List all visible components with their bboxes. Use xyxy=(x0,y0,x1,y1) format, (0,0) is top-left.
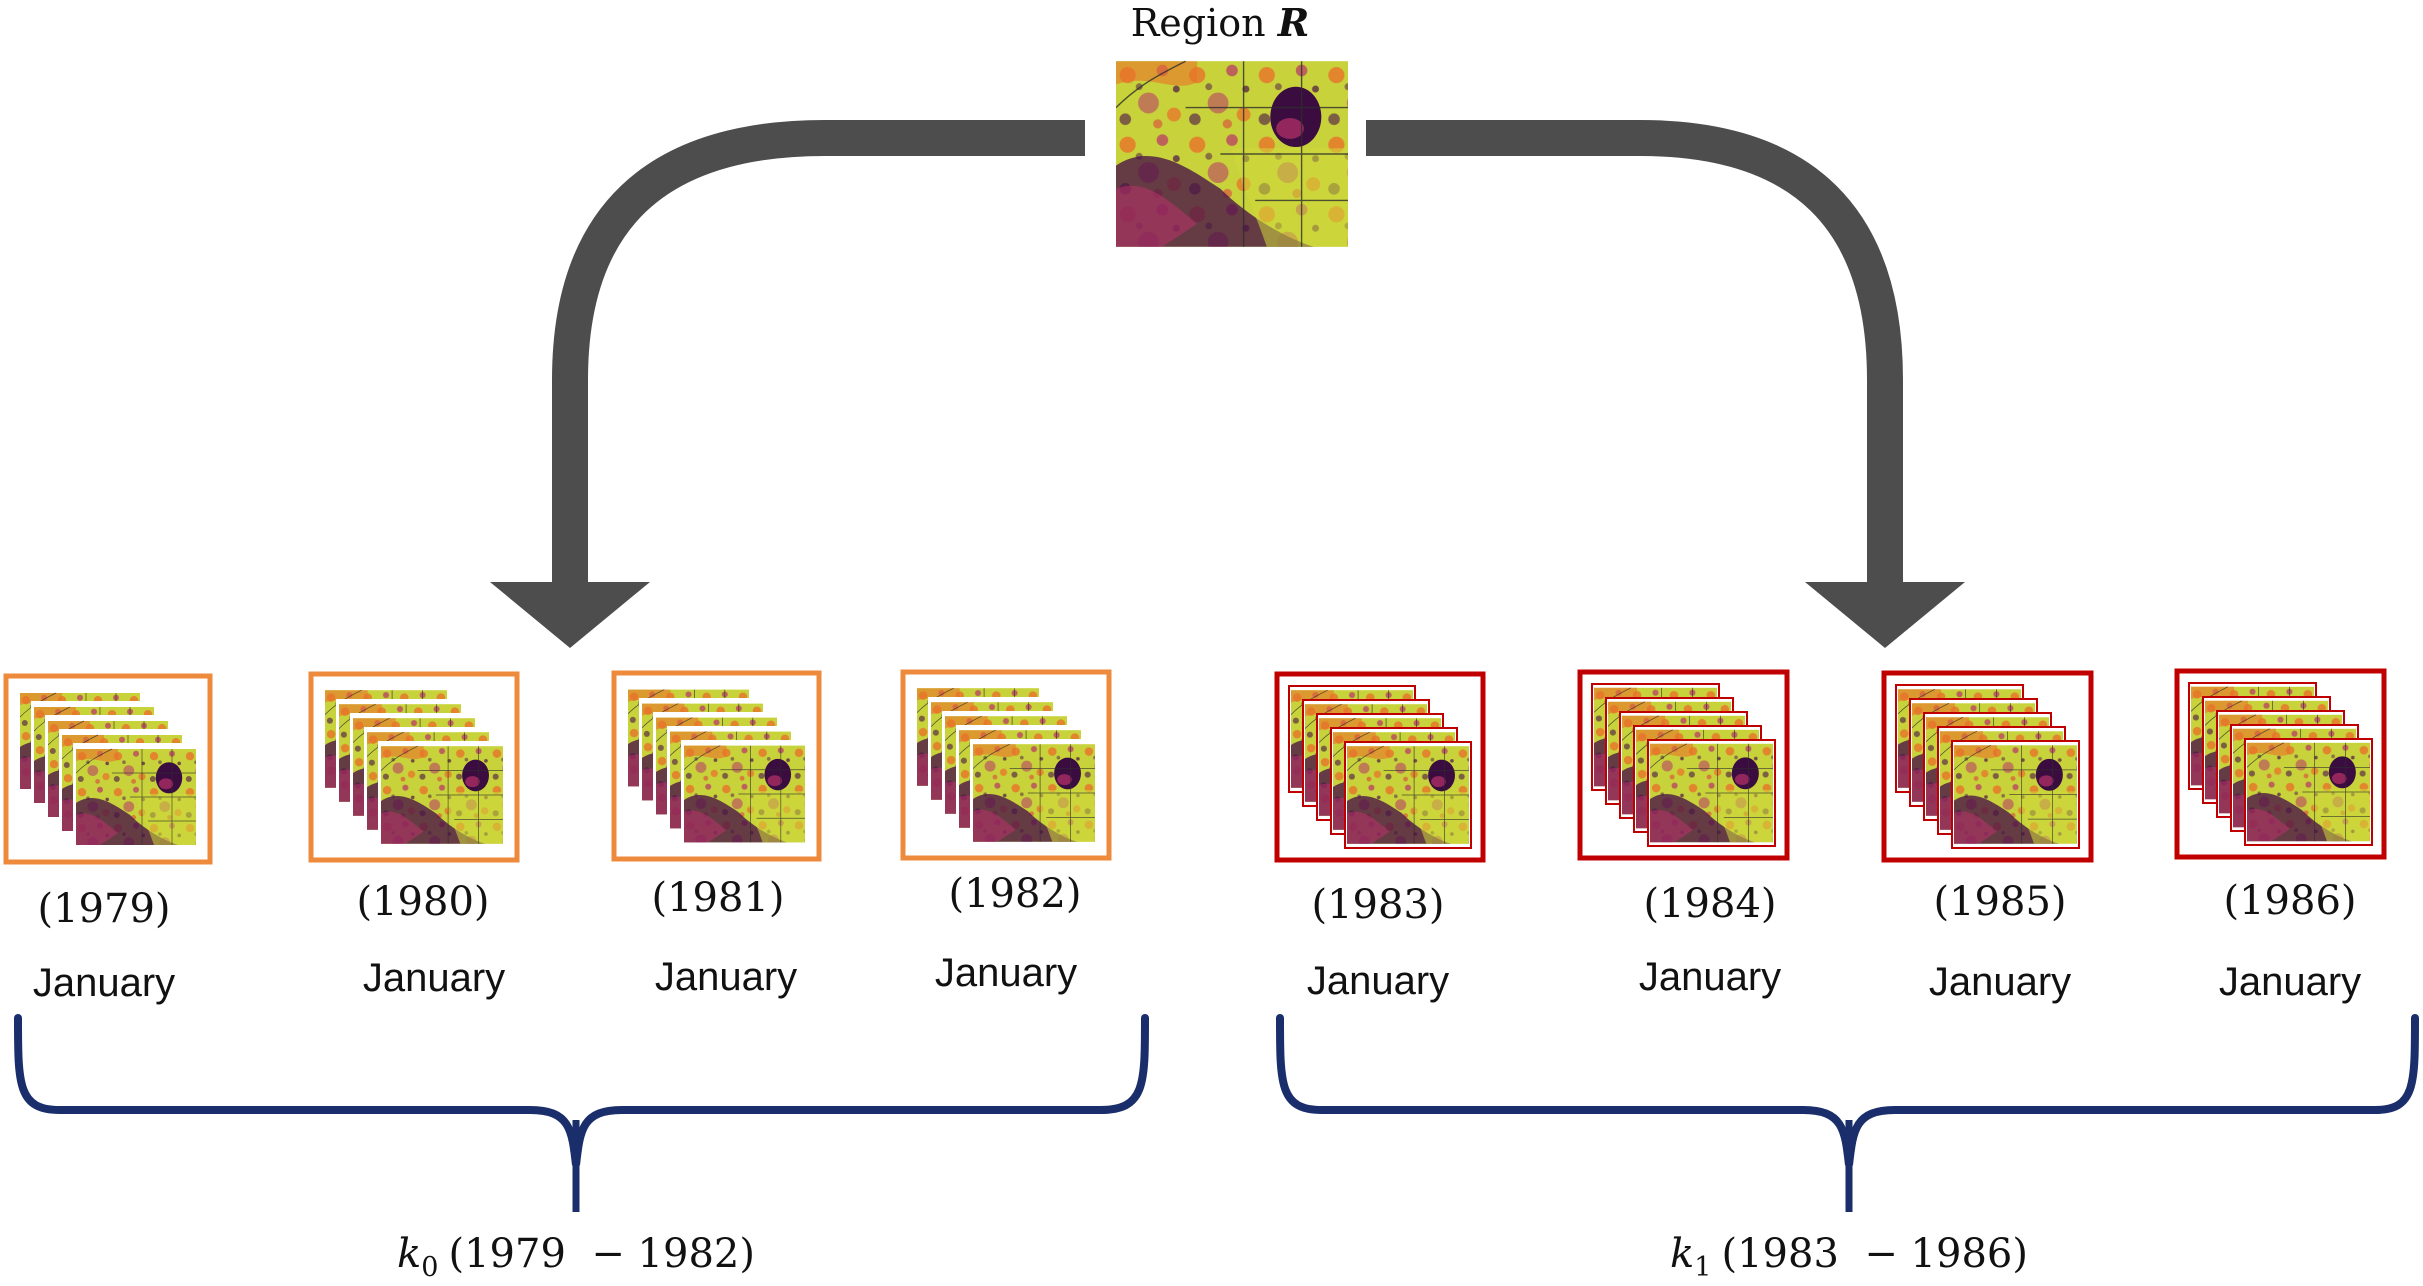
year-label: (1982) xyxy=(948,871,1081,917)
split-arrow-left xyxy=(490,120,1085,648)
month-label: January xyxy=(655,955,797,999)
region-title: Region R xyxy=(1131,0,1310,45)
region-map xyxy=(1116,60,1348,248)
map-layer xyxy=(1347,745,1469,845)
year-label: (1979) xyxy=(37,886,170,932)
year-item-1985: (1985) January xyxy=(1881,670,2094,1004)
k1-symbol: k xyxy=(1670,1231,1694,1277)
k0-symbol: k xyxy=(397,1231,421,1277)
year-label: (1981) xyxy=(651,875,784,921)
month-label: January xyxy=(1639,955,1781,999)
month-label: January xyxy=(935,951,1077,995)
map-layer xyxy=(1650,743,1773,843)
month-label: January xyxy=(33,961,175,1005)
group-label-k0: k0 (1979 − 1982) xyxy=(397,1231,755,1283)
year-item-1981: (1981) January xyxy=(611,670,822,999)
brace-k0 xyxy=(14,1014,1149,1166)
year-item-1980: (1980) January xyxy=(308,671,520,1000)
k1-subscript: 1 xyxy=(1694,1252,1711,1283)
k0-range: (1979 − 1982) xyxy=(448,1231,754,1277)
region-symbol: R xyxy=(1277,0,1310,45)
year-item-1984: (1984) January xyxy=(1577,669,1790,999)
month-label: January xyxy=(1929,960,2071,1004)
map-layer xyxy=(76,748,196,846)
year-item-1979: (1979) January xyxy=(3,673,213,1005)
map-layer xyxy=(684,745,805,843)
year-label: (1983) xyxy=(1311,882,1444,928)
group-label-k1: k1 (1983 − 1986) xyxy=(1670,1231,2028,1283)
month-label: January xyxy=(2219,960,2361,1004)
map-layer xyxy=(2247,742,2370,842)
month-label: January xyxy=(363,956,505,1000)
map-layer xyxy=(973,743,1095,843)
group-braces xyxy=(14,1014,2419,1212)
year-label: (1986) xyxy=(2223,878,2356,924)
map-layer xyxy=(381,745,503,845)
k0-subscript: 0 xyxy=(421,1252,438,1283)
year-item-1983: (1983) January xyxy=(1274,671,1486,1003)
split-arrow-right xyxy=(1366,120,1965,648)
map-layer xyxy=(1954,744,2077,845)
year-label: (1980) xyxy=(356,879,489,925)
year-item-1982: (1982) January xyxy=(900,669,1112,995)
k1-range: (1983 − 1986) xyxy=(1721,1231,2027,1277)
month-label: January xyxy=(1307,959,1449,1003)
year-label: (1984) xyxy=(1643,881,1776,927)
svg-text:Region R: Region R xyxy=(1131,0,1310,45)
group-labels: k0(1979 − 1982) k1(1983 − 1986) xyxy=(397,1231,2028,1283)
region-title-text: Region xyxy=(1131,1,1278,45)
year-item-1986: (1986) January xyxy=(2174,668,2387,1004)
year-label: (1985) xyxy=(1933,879,2066,925)
